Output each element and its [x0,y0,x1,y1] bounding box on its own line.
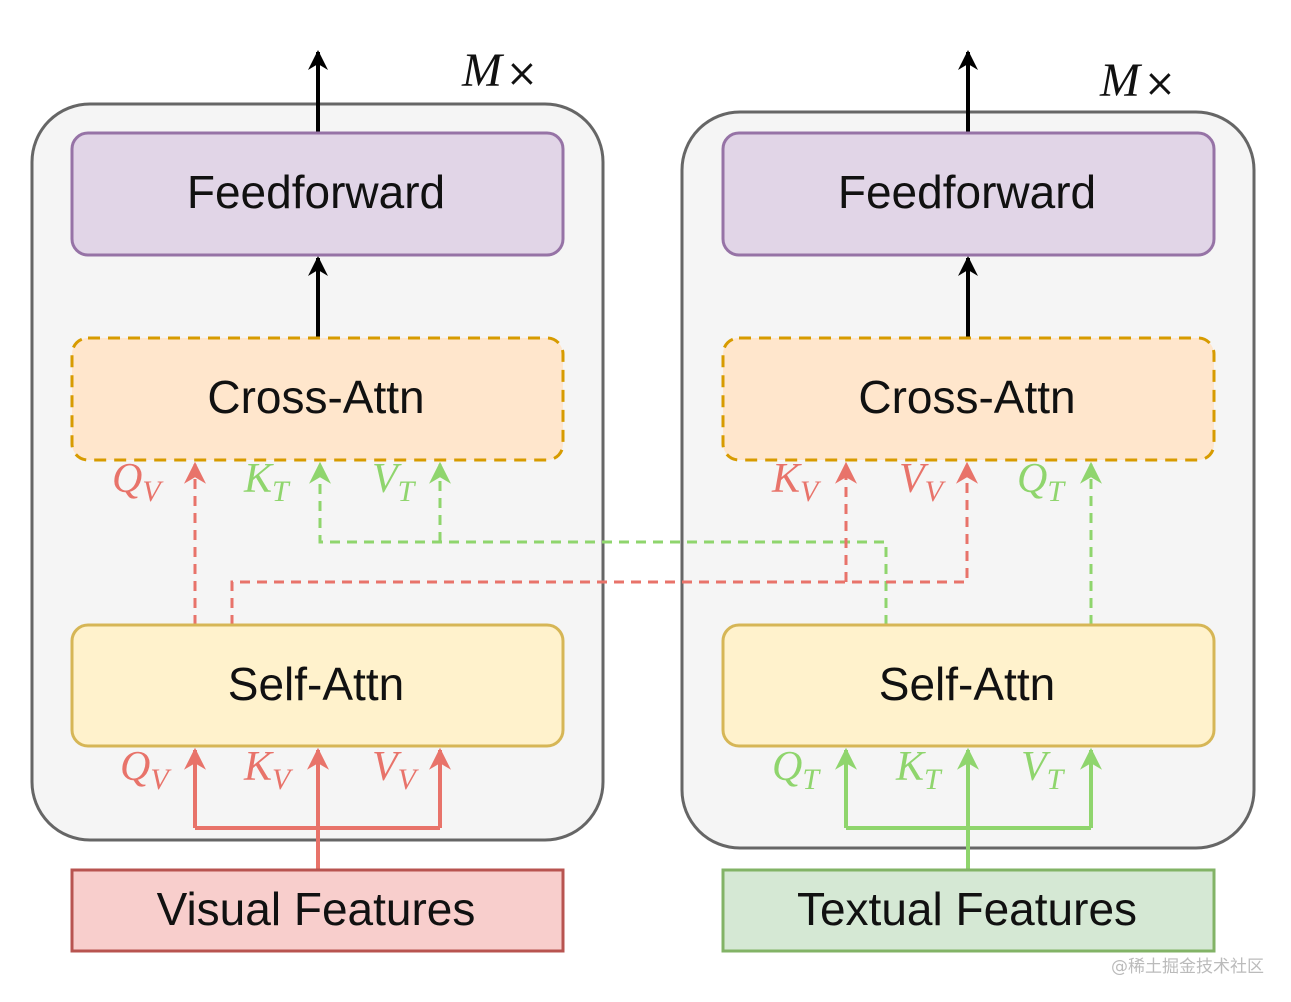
right-cross-qt-label: QT [1017,456,1066,508]
left-self-kv-label: KV [243,744,294,796]
left-cross-kt-label: KT [243,456,291,508]
visual-features-label: Visual Features [157,883,476,935]
qkv-labels: QV KT VT QV KV VV KV VV QT QT KT VT [112,456,1066,796]
watermark: @稀土掘金技术社区 [1111,957,1264,977]
left-repeat-label: M× [461,44,538,97]
left-feedforward-box [70,131,565,257]
left-feedforward-label: Feedforward [187,166,445,218]
right-self-attn-label: Self-Attn [879,658,1055,710]
visual-to-right-cross-connector [230,461,978,625]
left-self-qv-label: QV [120,744,172,796]
textual-features-box [721,868,1216,953]
right-repeat-label: M× [1099,54,1176,107]
left-cross-attn-label: Cross-Attn [207,371,424,423]
right-self-vt-label: VT [1021,744,1066,796]
right-cross-vv-label: VV [899,456,947,508]
right-self-kt-label: KT [895,744,943,796]
right-feedforward-box [721,131,1216,257]
visual-features-box [70,868,565,953]
right-feedforward-label: Feedforward [838,166,1096,218]
textual-features-label: Textual Features [797,883,1137,935]
left-cross-attn-box [70,336,565,462]
left-self-attn-box [70,623,565,748]
left-self-attn-label: Self-Attn [228,658,404,710]
right-cross-attn-label: Cross-Attn [858,371,1075,423]
left-cross-qv-label: QV [112,456,164,508]
right-self-qt-label: QT [772,744,821,796]
right-cross-attn-box [721,336,1216,462]
left-cross-vt-label: VT [372,456,417,508]
right-cross-kv-label: KV [771,456,822,508]
left-self-vv-label: VV [372,744,420,796]
right-self-attn-box [721,623,1216,748]
